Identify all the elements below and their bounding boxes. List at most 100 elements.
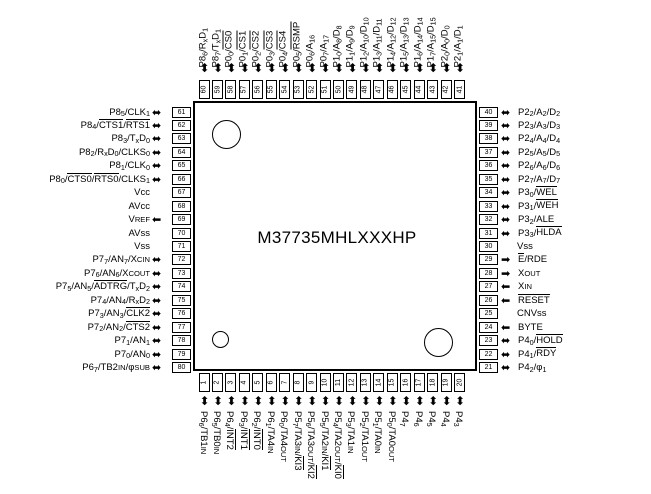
- pin-number-text: 27: [484, 283, 493, 291]
- pin-number-text: 66: [177, 175, 186, 183]
- pin-number-27[interactable]: 27: [479, 281, 498, 293]
- signal-direction-arrow-10: ⬍: [320, 394, 331, 408]
- pin-number-47[interactable]: 47: [373, 80, 385, 99]
- pin-number-57[interactable]: 57: [238, 80, 250, 99]
- pin-number-24[interactable]: 24: [479, 321, 498, 333]
- pin-number-33[interactable]: 33: [479, 200, 498, 212]
- pin-number-44[interactable]: 44: [413, 80, 425, 99]
- pin-number-6[interactable]: 6: [265, 373, 277, 392]
- pin-number-52[interactable]: 52: [306, 80, 318, 99]
- pin-number-20[interactable]: 20: [454, 373, 466, 392]
- pin-number-10[interactable]: 10: [319, 373, 331, 392]
- pin-number-66[interactable]: 66: [172, 173, 191, 185]
- pin-number-50[interactable]: 50: [333, 80, 344, 99]
- pin-label-51: P07/A17: [318, 34, 330, 68]
- pin-number-9[interactable]: 9: [306, 373, 318, 392]
- pin-number-32[interactable]: 32: [479, 214, 498, 226]
- pin-number-21[interactable]: 21: [479, 362, 498, 374]
- signal-direction-arrow-15: ⬍: [387, 394, 398, 408]
- pin-number-text: 72: [177, 256, 186, 264]
- pin-number-80[interactable]: 80: [172, 362, 191, 374]
- pin-number-11[interactable]: 11: [333, 373, 344, 392]
- pin-number-63[interactable]: 63: [172, 133, 191, 145]
- pin-number-4[interactable]: 4: [238, 373, 250, 392]
- pin-number-15[interactable]: 15: [386, 373, 398, 392]
- pin-number-54[interactable]: 54: [279, 80, 291, 99]
- pin-number-73[interactable]: 73: [172, 267, 191, 279]
- pin-number-23[interactable]: 23: [479, 335, 498, 347]
- pin-number-3[interactable]: 3: [225, 373, 237, 392]
- pin-number-61[interactable]: 61: [172, 106, 191, 118]
- pin-number-41[interactable]: 41: [454, 80, 466, 99]
- pin-label-18: P45: [425, 411, 438, 427]
- pin-number-26[interactable]: 26: [479, 294, 498, 306]
- pin-number-25[interactable]: 25: [479, 308, 498, 320]
- pin-number-29[interactable]: 29: [479, 254, 498, 266]
- pin-number-65[interactable]: 65: [172, 160, 191, 172]
- pin-number-text: 25: [484, 310, 493, 318]
- pin-label-20: P43: [452, 411, 465, 427]
- pin-label-61: P85/CLK1: [109, 106, 150, 118]
- pin-number-7[interactable]: 7: [279, 373, 291, 392]
- pin-label-36: P26/A6/D6: [518, 160, 561, 172]
- pin-number-text: 23: [484, 337, 493, 345]
- signal-direction-arrow-48: ⬍: [360, 61, 371, 75]
- pin-number-18[interactable]: 18: [427, 373, 439, 392]
- pin-number-8[interactable]: 8: [292, 373, 304, 392]
- signal-direction-arrow-6: ⬍: [266, 394, 277, 408]
- pin-number-16[interactable]: 16: [400, 373, 412, 392]
- pin-number-30[interactable]: 30: [479, 241, 498, 252]
- signal-direction-arrow-31: ⬌: [501, 226, 511, 240]
- pin-number-34[interactable]: 34: [479, 187, 498, 199]
- pin-number-43[interactable]: 43: [427, 80, 439, 99]
- pin-number-72[interactable]: 72: [172, 254, 191, 266]
- pin-number-text: 54: [281, 85, 289, 94]
- pin-number-70[interactable]: 70: [172, 227, 191, 239]
- pin-number-46[interactable]: 46: [386, 80, 398, 99]
- pin-number-37[interactable]: 37: [479, 146, 498, 158]
- pin-number-58[interactable]: 58: [225, 80, 237, 99]
- pin-number-79[interactable]: 79: [172, 348, 191, 360]
- pin-number-56[interactable]: 56: [252, 80, 264, 99]
- pin-number-42[interactable]: 42: [440, 80, 452, 99]
- pin-number-67[interactable]: 67: [172, 187, 191, 199]
- pin-number-5[interactable]: 5: [252, 373, 264, 392]
- pin-number-35[interactable]: 35: [479, 173, 498, 185]
- pin-number-74[interactable]: 74: [172, 281, 191, 293]
- pin-number-19[interactable]: 19: [440, 373, 452, 392]
- pin-number-text: 55: [267, 85, 275, 94]
- pin-number-40[interactable]: 40: [479, 106, 498, 118]
- pin-number-48[interactable]: 48: [359, 80, 371, 99]
- pin-number-39[interactable]: 39: [479, 119, 498, 131]
- pin-number-71[interactable]: 71: [172, 241, 191, 252]
- pin-number-55[interactable]: 55: [265, 80, 277, 99]
- pin-number-78[interactable]: 78: [172, 335, 191, 347]
- pin-number-1[interactable]: 1: [198, 373, 210, 392]
- pin-number-2[interactable]: 2: [211, 373, 223, 392]
- pin-number-59[interactable]: 59: [211, 80, 223, 99]
- pin-number-38[interactable]: 38: [479, 133, 498, 145]
- pin-number-31[interactable]: 31: [479, 227, 498, 239]
- pin-number-68[interactable]: 68: [172, 200, 191, 212]
- pin-number-49[interactable]: 49: [346, 80, 358, 99]
- signal-direction-arrow-64: ⬌: [152, 145, 162, 159]
- pin-number-45[interactable]: 45: [400, 80, 412, 99]
- pin-number-51[interactable]: 51: [319, 80, 331, 99]
- pin-number-17[interactable]: 17: [413, 373, 425, 392]
- pin-label-16: P47: [398, 411, 411, 427]
- pin-number-77[interactable]: 77: [172, 321, 191, 333]
- pin-number-53[interactable]: 53: [292, 80, 304, 99]
- pin-number-69[interactable]: 69: [172, 214, 191, 226]
- pin-number-62[interactable]: 62: [172, 119, 191, 131]
- pin-number-12[interactable]: 12: [346, 373, 358, 392]
- pin-number-14[interactable]: 14: [373, 373, 385, 392]
- pin-number-22[interactable]: 22: [479, 348, 498, 360]
- pin-number-76[interactable]: 76: [172, 308, 191, 320]
- pin-number-36[interactable]: 36: [479, 160, 498, 172]
- pin-number-60[interactable]: 60: [198, 80, 210, 99]
- pin-number-28[interactable]: 28: [479, 267, 498, 279]
- pin-number-64[interactable]: 64: [172, 146, 191, 158]
- pin-number-13[interactable]: 13: [359, 373, 371, 392]
- pin-number-75[interactable]: 75: [172, 294, 191, 306]
- signal-direction-arrow-3: ⬍: [226, 394, 237, 408]
